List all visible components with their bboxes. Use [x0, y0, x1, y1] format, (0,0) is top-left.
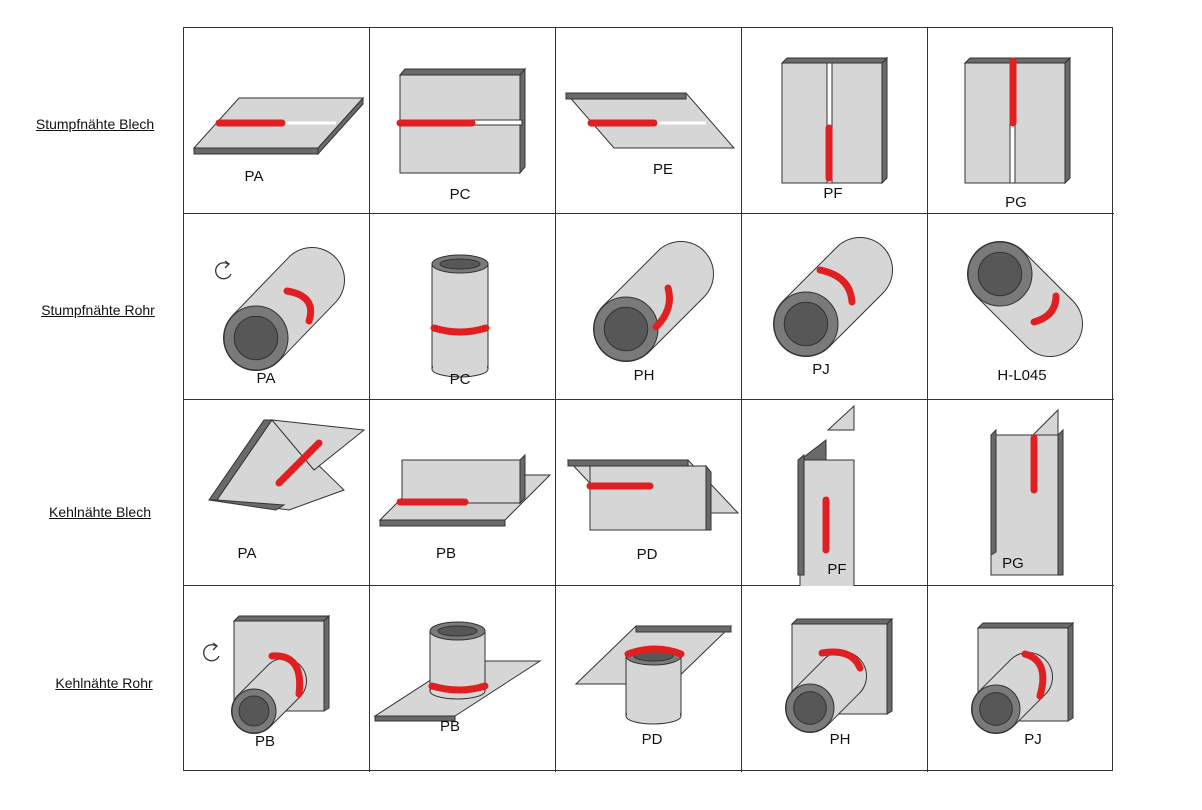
position-code-label: PG: [1002, 555, 1024, 572]
position-code-label: PH: [633, 367, 655, 384]
weld-position-cell: PA: [184, 400, 370, 586]
butt-plate-horizontal-icon: [396, 67, 527, 175]
position-code-label: PF: [823, 185, 843, 202]
position-code-label: PB: [439, 718, 461, 735]
position-code-label: PC: [449, 371, 471, 388]
position-code-label: PD: [636, 546, 658, 563]
row-label-fillet-pipe: Kehlnähte Rohr: [55, 675, 153, 691]
weld-position-cell: PJ: [742, 214, 928, 400]
butt-plate-flat-icon: [192, 96, 365, 156]
row-label-butt-pipe: Stumpfnähte Rohr: [41, 302, 155, 318]
fillet-plate-vertical-up-icon: [797, 404, 855, 586]
position-code-label: PA: [237, 545, 257, 562]
weld-position-cell: PA: [184, 28, 370, 214]
fillet-pipe-vertical-icon: [373, 621, 542, 722]
fillet-pipe-overhead-icon: [574, 625, 733, 725]
butt-plate-vertical-up-icon: [780, 56, 889, 185]
position-code-label: PA: [244, 168, 264, 185]
row-label-butt-plate: Stumpfnähte Blech: [35, 116, 155, 132]
butt-pipe-vertical-icon: [430, 254, 490, 378]
position-code-label: PJ: [1024, 731, 1042, 748]
position-code-label: PG: [1005, 194, 1027, 211]
weld-position-cell: PB: [370, 400, 556, 586]
weld-position-cell: PE: [556, 28, 742, 214]
weld-position-cell: PF: [742, 400, 928, 586]
position-code-label: PD: [641, 731, 663, 748]
row-label-fillet-plate: Kehlnähte Blech: [49, 504, 151, 520]
weld-position-cell: PF: [742, 28, 928, 214]
position-code-label: PE: [652, 161, 674, 178]
fillet-pipe-down-icon: [971, 621, 1075, 734]
weld-position-cell: PB: [184, 586, 370, 772]
weld-position-cell: PD: [556, 400, 742, 586]
weld-position-cell: PD: [556, 586, 742, 772]
weld-position-cell: PC: [370, 214, 556, 400]
position-code-label: PH: [829, 731, 851, 748]
weld-position-cell: PH: [742, 586, 928, 772]
position-code-label: PB: [254, 733, 276, 750]
butt-plate-vertical-down-icon: [963, 56, 1072, 185]
position-code-label: PC: [449, 186, 471, 203]
fillet-pipe-rotating-icon: [203, 614, 331, 734]
weld-position-cell: H-L045: [928, 214, 1114, 400]
weld-position-cell: PG: [928, 400, 1114, 586]
weld-position-cell: PC: [370, 28, 556, 214]
butt-pipe-inclined-icon: [967, 241, 1083, 357]
butt-pipe-down-icon: [773, 237, 893, 357]
fillet-pipe-up-icon: [785, 617, 894, 733]
fillet-plate-vertical-down-icon: [990, 408, 1064, 576]
fillet-plate-horizontal-icon: [378, 453, 552, 527]
butt-pipe-up-icon: [593, 241, 714, 362]
weld-position-cell: PH: [556, 214, 742, 400]
position-code-label: PA: [256, 370, 276, 387]
weld-position-cell: PG: [928, 28, 1114, 214]
fillet-plate-flat-icon: [208, 419, 366, 511]
position-code-label: PF: [827, 561, 847, 578]
position-code-label: PB: [435, 545, 457, 562]
weld-position-cell: PJ: [928, 586, 1114, 772]
butt-pipe-rotating-icon: [215, 247, 345, 371]
weld-position-cell: PB: [370, 586, 556, 772]
position-code-label: PJ: [812, 361, 830, 378]
butt-plate-overhead-icon: [564, 92, 736, 149]
weld-position-cell: PA: [184, 214, 370, 400]
fillet-plate-overhead-icon: [566, 459, 740, 531]
position-code-label: H-L045: [997, 367, 1047, 384]
